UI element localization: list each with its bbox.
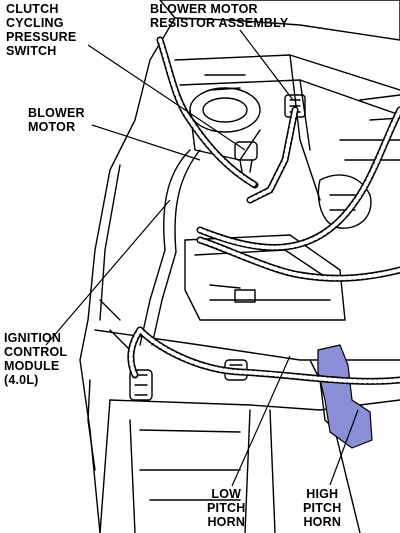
label-blower-motor-resistor-assembly: BLOWER MOTOR RESISTOR ASSEMBLY <box>150 2 289 30</box>
leader-resistor <box>239 29 294 101</box>
hood-outline <box>134 0 400 121</box>
engine-components <box>317 94 400 229</box>
label-low-pitch-horn: LOW PITCH HORN <box>207 487 246 529</box>
label-blower-motor: BLOWER MOTOR <box>28 106 85 134</box>
ignition-module-body <box>129 369 153 401</box>
ac-lines <box>139 149 201 346</box>
radiator-support <box>94 329 400 533</box>
clutch-switch-body <box>234 141 258 173</box>
leader-ignition-module <box>45 199 171 346</box>
label-clutch-cycling-pressure-switch: CLUTCH CYCLING PRESSURE SWITCH <box>6 2 77 58</box>
left-fender <box>79 119 136 533</box>
blower-motor-housing <box>189 74 261 161</box>
wiring-harness-outer <box>127 36 400 385</box>
label-ignition-control-module: IGNITION CONTROL MODULE (4.0L) <box>4 331 68 387</box>
leader-low-horn <box>231 355 291 487</box>
leader-blower-motor <box>91 124 201 161</box>
wiring-harness-inner <box>128 38 400 384</box>
leader-lines <box>45 29 359 487</box>
leader-clutch-switch <box>87 44 246 151</box>
leader-high-horn <box>329 409 359 486</box>
firewall <box>174 54 400 201</box>
high-pitch-horn-highlight <box>317 344 373 449</box>
label-high-pitch-horn: HIGH PITCH HORN <box>303 487 342 529</box>
